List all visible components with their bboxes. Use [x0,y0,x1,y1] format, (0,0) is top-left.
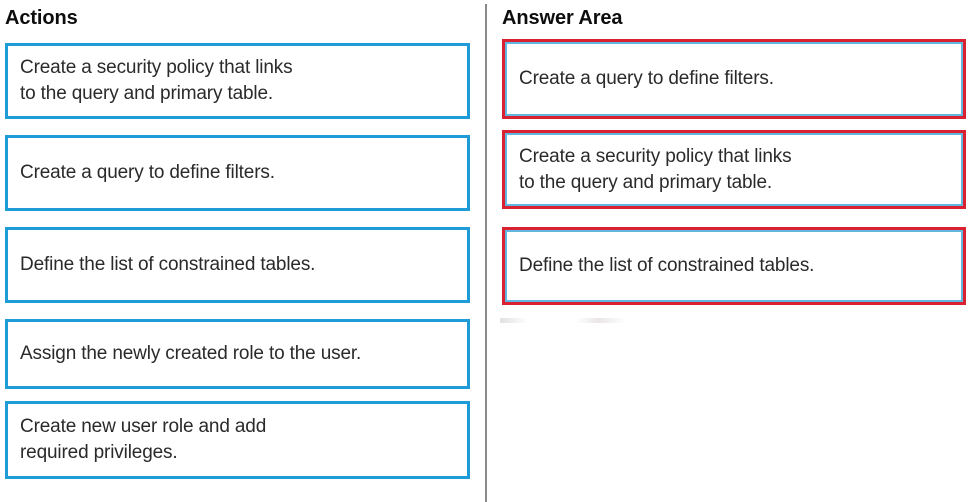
answer-item-1-label: Create a query to define filters. [519,68,774,89]
answer-area-column: Answer Area [489,0,974,502]
answer-item-3-label: Define the list of constrained tables. [519,255,815,276]
action-item-1[interactable]: Create a security policy that links to t… [5,43,470,119]
answer-item-3-inner: Define the list of constrained tables. [505,230,963,302]
action-item-4[interactable]: Assign the newly created role to the use… [5,319,470,389]
answer-item-2-inner: Create a security policy that links to t… [505,133,963,206]
actions-heading: Actions [5,7,78,29]
action-item-3-label: Define the list of constrained tables. [20,254,316,275]
action-item-3[interactable]: Define the list of constrained tables. [5,227,470,303]
answer-area-heading: Answer Area [502,7,623,29]
answer-item-2[interactable]: Create a security policy that links to t… [502,130,966,209]
action-item-2[interactable]: Create a query to define filters. [5,135,470,211]
answer-item-3[interactable]: Define the list of constrained tables. [502,227,966,305]
column-divider [485,4,487,502]
action-item-4-label: Assign the newly created role to the use… [20,343,362,364]
answer-item-2-label: Create a security policy that links to t… [519,145,792,193]
action-item-5[interactable]: Create new user role and add required pr… [5,401,470,479]
actions-column: Actions [0,0,485,502]
answer-item-1[interactable]: Create a query to define filters. [502,39,966,119]
action-item-1-label: Create a security policy that links to t… [20,57,293,104]
action-item-5-label: Create new user role and add required pr… [20,416,267,463]
answer-item-1-inner: Create a query to define filters. [505,42,963,116]
action-item-2-label: Create a query to define filters. [20,162,275,183]
page-artifact [500,318,626,323]
